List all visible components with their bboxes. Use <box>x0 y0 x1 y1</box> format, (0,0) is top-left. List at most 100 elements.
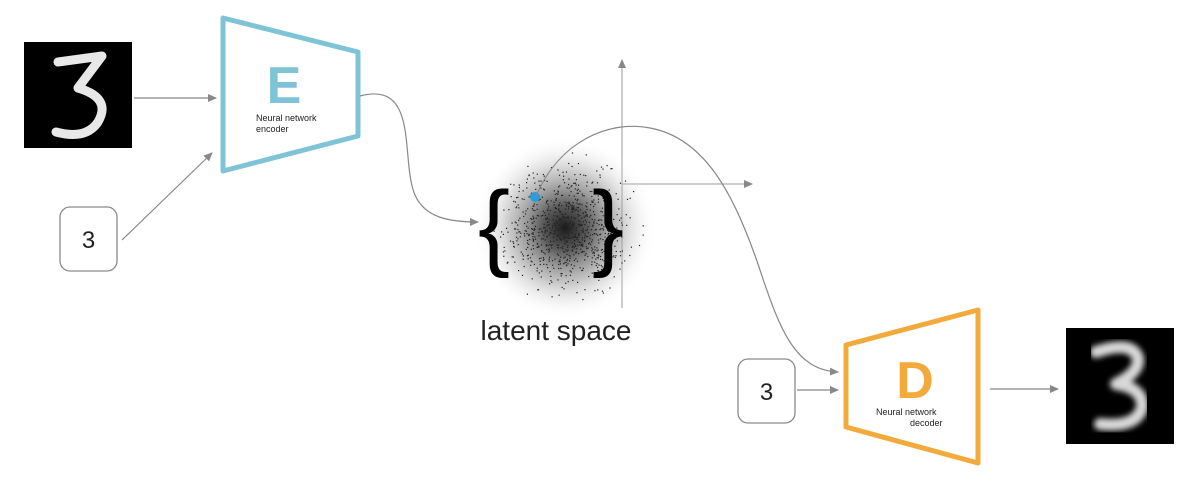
latent-sample-dots <box>493 152 644 301</box>
latent-sample-dot <box>604 198 606 200</box>
latent-sample-dot <box>541 270 543 272</box>
latent-sample-dot <box>559 259 561 261</box>
latent-sample-dot <box>528 233 530 235</box>
latent-sample-dot <box>608 214 610 216</box>
latent-sample-dot <box>564 262 566 264</box>
latent-sample-dot <box>531 261 533 263</box>
latent-sample-dot <box>555 229 557 231</box>
latent-sample-dot <box>532 205 534 207</box>
latent-sample-dot <box>530 260 532 262</box>
latent-sample-dot <box>602 197 604 199</box>
latent-sample-dot <box>587 236 589 238</box>
latent-sample-dot <box>539 264 541 266</box>
latent-sample-dot <box>561 232 563 235</box>
latent-sample-dot <box>506 262 508 264</box>
latent-sample-dot <box>557 244 560 246</box>
latent-sample-dot <box>599 219 601 221</box>
latent-sample-dot <box>603 267 606 269</box>
latent-sample-dot <box>615 193 617 195</box>
latent-sample-dot <box>591 200 593 202</box>
latent-sample-dot <box>548 234 550 236</box>
latent-sample-dot <box>574 217 577 219</box>
latent-sample-dot <box>532 218 534 220</box>
latent-sample-dot <box>562 246 564 248</box>
latent-sample-dot <box>602 168 604 170</box>
latent-sample-dot <box>565 237 567 239</box>
latent-sample-dot <box>549 231 551 233</box>
latent-sample-dot <box>591 190 593 193</box>
latent-sample-dot <box>532 209 534 211</box>
latent-sample-dot <box>593 199 595 201</box>
latent-sample-dot <box>564 213 566 215</box>
latent-sample-dot <box>577 188 579 190</box>
latent-sample-dot <box>549 241 552 243</box>
latent-sample-dot <box>608 220 610 222</box>
latent-sample-dot <box>520 251 522 253</box>
latent-sample-dot <box>544 232 546 234</box>
latent-sample-dot <box>586 185 588 187</box>
latent-sample-dot <box>571 246 573 248</box>
latent-sample-dot <box>557 169 559 171</box>
latent-sample-dot <box>561 228 563 230</box>
latent-sample-dot <box>514 201 516 203</box>
latent-sample-dot <box>578 234 580 236</box>
latent-sample-dot <box>582 221 584 223</box>
latent-sample-dot <box>537 215 540 217</box>
latent-sample-dot <box>584 240 586 242</box>
latent-sample-dot <box>545 202 547 204</box>
latent-sample-dot <box>524 230 526 232</box>
latent-sample-dot <box>558 224 560 226</box>
latent-sample-dot <box>561 194 563 197</box>
latent-sample-dot <box>546 217 549 219</box>
latent-sample-dot <box>501 231 503 233</box>
latent-sample-dot <box>594 290 596 292</box>
latent-sample-dot <box>513 200 515 202</box>
latent-sample-dot <box>571 250 573 252</box>
latent-sample-dot <box>629 197 631 199</box>
latent-sample-dot <box>569 255 571 257</box>
latent-sample-dot <box>569 274 571 276</box>
latent-sample-dot <box>578 253 580 255</box>
latent-sample-dot <box>560 222 562 224</box>
latent-sample-dot <box>549 232 552 234</box>
latent-sample-dot <box>522 190 524 192</box>
latent-sample-dot <box>551 229 553 231</box>
latent-sample-dot <box>554 206 556 208</box>
latent-sample-dot <box>518 219 520 221</box>
latent-sample-dot <box>566 253 568 256</box>
latent-sample-dot <box>514 261 516 263</box>
latent-sample-dot <box>568 162 570 165</box>
latent-sample-dot <box>586 248 588 250</box>
latent-sample-dot <box>563 257 565 259</box>
latent-sample-dot <box>597 198 600 200</box>
latent-sample-dot <box>524 213 527 215</box>
latent-sample-dot <box>570 186 572 188</box>
latent-sample-dot <box>576 189 578 191</box>
latent-sample-dot <box>593 272 595 274</box>
latent-sample-dot <box>589 216 591 218</box>
latent-sample-dot <box>511 256 513 258</box>
latent-sample-dot <box>604 236 606 238</box>
latent-sample-dot <box>567 223 569 226</box>
latent-sample-dot <box>559 202 561 204</box>
latent-sample-dot <box>582 212 584 214</box>
latent-sample-dot <box>558 174 561 176</box>
latent-sample-dot <box>629 217 631 219</box>
latent-sample-dot <box>574 182 577 184</box>
latent-sample-dot <box>525 248 527 250</box>
latent-sample-dot <box>560 238 562 240</box>
latent-sample-dot <box>616 236 618 238</box>
latent-sample-dot <box>576 292 578 294</box>
latent-sample-dot <box>542 238 544 240</box>
latent-sample-dot <box>556 235 558 237</box>
latent-sample-dot <box>585 212 587 214</box>
latent-sample-dot <box>528 174 530 176</box>
latent-sample-dot <box>610 244 612 246</box>
latent-sample-dot <box>585 175 587 177</box>
latent-sample-dot <box>544 212 546 214</box>
latent-sample-dot <box>559 238 561 240</box>
latent-sample-dot <box>591 247 593 249</box>
latent-sample-dot <box>557 191 559 193</box>
latent-sample-dot <box>535 217 537 219</box>
latent-sample-dot <box>546 180 548 182</box>
